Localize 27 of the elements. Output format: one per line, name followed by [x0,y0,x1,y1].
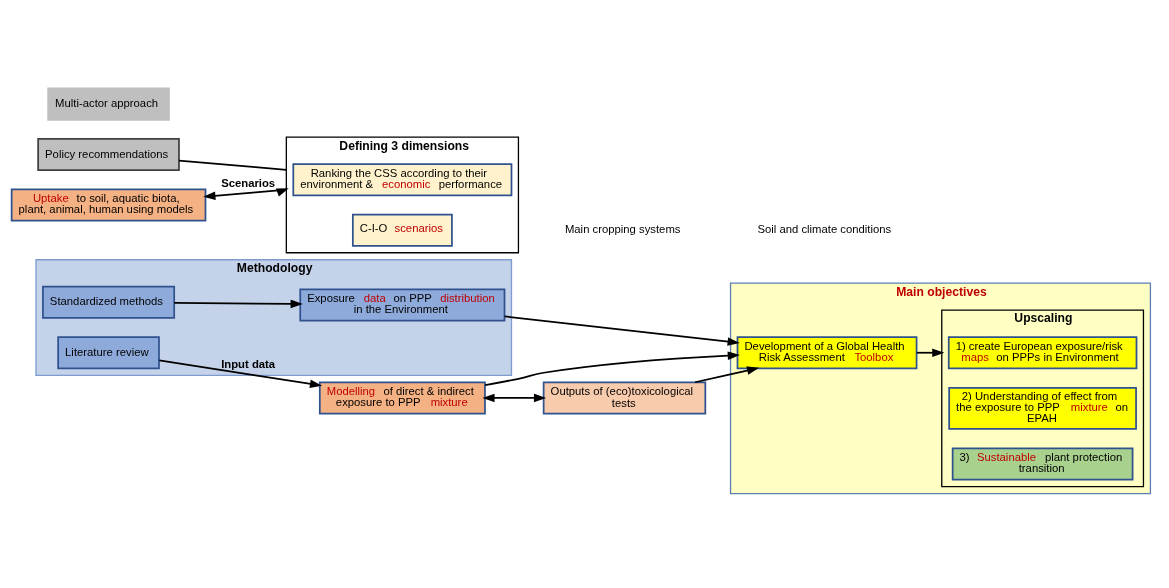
edge-label: Input data [221,357,276,370]
node-box: C-I-O scenarios [351,213,453,247]
arrow [173,299,303,308]
node-box: Standardized methods [42,285,176,319]
node-box: Modelling of direct & indirect exposure to PPP mixture [318,380,486,414]
arrow [158,359,323,388]
node-box: Literature review [57,335,160,369]
node-box: 3) Sustainable plant protection transition [951,447,1134,481]
connector [178,159,288,171]
label: Soil and climate conditions [757,222,892,235]
arrow [915,347,945,357]
label: Main cropping systems [564,222,681,235]
node-box: Policy recommendations [37,137,180,171]
node-box: Ranking the CSS according to their environment & economic performance [292,162,513,196]
node-box: Exposure data on PPP distribution in the Environment [299,287,506,321]
arrow [203,187,289,200]
node-box: Multi-actor approach [47,87,170,121]
node-box: Development of a Global Health Risk Assessment Toolbox [736,335,918,369]
arrow [694,365,760,383]
node-box: Uptake to soil, aquatic biota, plant, animal, human using models [10,187,207,221]
arrow [482,393,547,402]
node-box: 2) Understanding of effect from the exposure to PPP mixture on EPAH [948,386,1137,430]
edge-label: Scenarios [221,176,276,189]
arrow [503,315,740,346]
node-box: Outputs of (eco)toxicological tests [542,380,707,414]
arrow [484,350,740,386]
node-box: 1) create European exposure/risk maps on PPPs in Environment [947,335,1138,369]
